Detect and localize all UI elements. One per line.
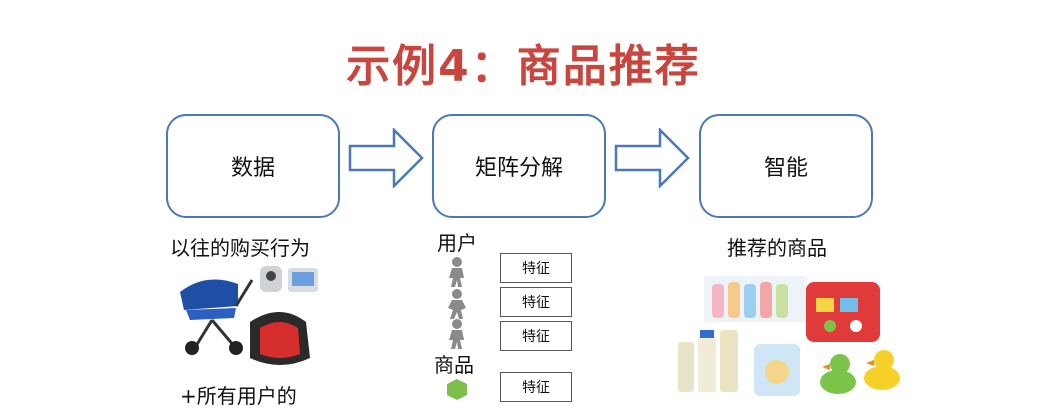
- baby-products-image: [180, 266, 318, 365]
- purchase-history-caption: 以往的购买行为: [170, 236, 310, 260]
- user-feature-box: 特征: [500, 253, 572, 283]
- data-box: 数据: [166, 114, 340, 218]
- users-label: 用户: [437, 231, 477, 255]
- intelligence-box: 智能: [699, 114, 873, 218]
- page-title: 示例4：商品推荐: [346, 41, 701, 92]
- all-users-caption: +所有用户的: [180, 384, 297, 408]
- user-figure-icon: [449, 257, 464, 287]
- matrix-factorization-box: 矩阵分解: [432, 114, 606, 218]
- user-figure-icon: [448, 289, 466, 319]
- user-feature-box: 特征: [500, 321, 572, 351]
- product-hexagon-icon: [447, 379, 467, 400]
- arrow-right-icon: [614, 128, 690, 188]
- user-feature-box: 特征: [500, 287, 572, 317]
- arrow-right-icon: [348, 128, 424, 188]
- user-figure-icon: [449, 319, 464, 349]
- products-label: 商品: [434, 353, 474, 377]
- recommended-products-image: [678, 276, 900, 396]
- product-feature-box: 特征: [500, 372, 572, 402]
- recommended-products-caption: 推荐的商品: [727, 236, 827, 260]
